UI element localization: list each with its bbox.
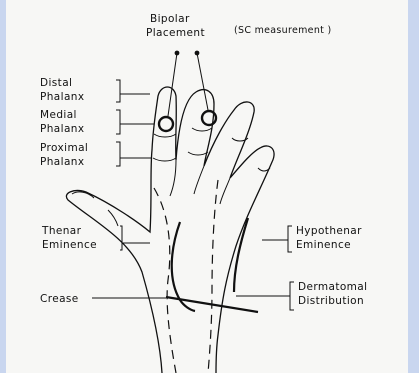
index-crease-2: [153, 158, 176, 161]
distal-bracket: [116, 80, 150, 102]
sc-measurement-label: (SC measurement ): [234, 25, 332, 36]
thenar-label-2: Eminence: [42, 239, 97, 251]
proximal-label-2: Phalanx: [40, 156, 84, 168]
hypothenar-curve: [234, 218, 248, 292]
ring-finger-inner: [220, 178, 230, 204]
medial-bracket: [116, 110, 154, 134]
middle-crease-2: [188, 152, 208, 155]
distal-label-2: Phalanx: [40, 91, 84, 103]
dermatomal-leader: [236, 282, 294, 310]
thenar-leader: [120, 226, 150, 250]
proximal-bracket: [116, 142, 152, 166]
middle-finger-inner: [194, 166, 204, 194]
electrode-index-ring: [159, 117, 173, 131]
hypothenar-label-1: Hypothenar: [296, 225, 362, 237]
medial-label-2: Phalanx: [40, 123, 84, 135]
index-finger-inner: [170, 160, 176, 196]
electrode-lead-right: [197, 53, 208, 110]
proximal-label-1: Proximal: [40, 142, 88, 154]
electrode-middle-ring: [202, 111, 216, 125]
dermatomal-label-2: Distribution: [298, 295, 364, 307]
hypothenar-leader: [262, 226, 292, 252]
dermatomal-label-1: Dermatomal: [298, 281, 367, 293]
distal-label-1: Distal: [40, 77, 72, 89]
hypothenar-label-2: Eminence: [296, 239, 351, 251]
crease-label: Crease: [40, 293, 79, 305]
wrist-crease-line: [166, 297, 258, 312]
middle-crease-1: [192, 128, 212, 131]
bipolar-label-1: Bipolar: [150, 13, 190, 25]
index-crease-1: [154, 134, 176, 137]
thumb-nail: [72, 192, 94, 198]
bipolar-label-2: Placement: [146, 27, 205, 39]
medial-label-1: Medial: [40, 109, 77, 121]
thumb-knuckle: [108, 210, 118, 226]
thenar-label-1: Thenar: [41, 225, 82, 237]
